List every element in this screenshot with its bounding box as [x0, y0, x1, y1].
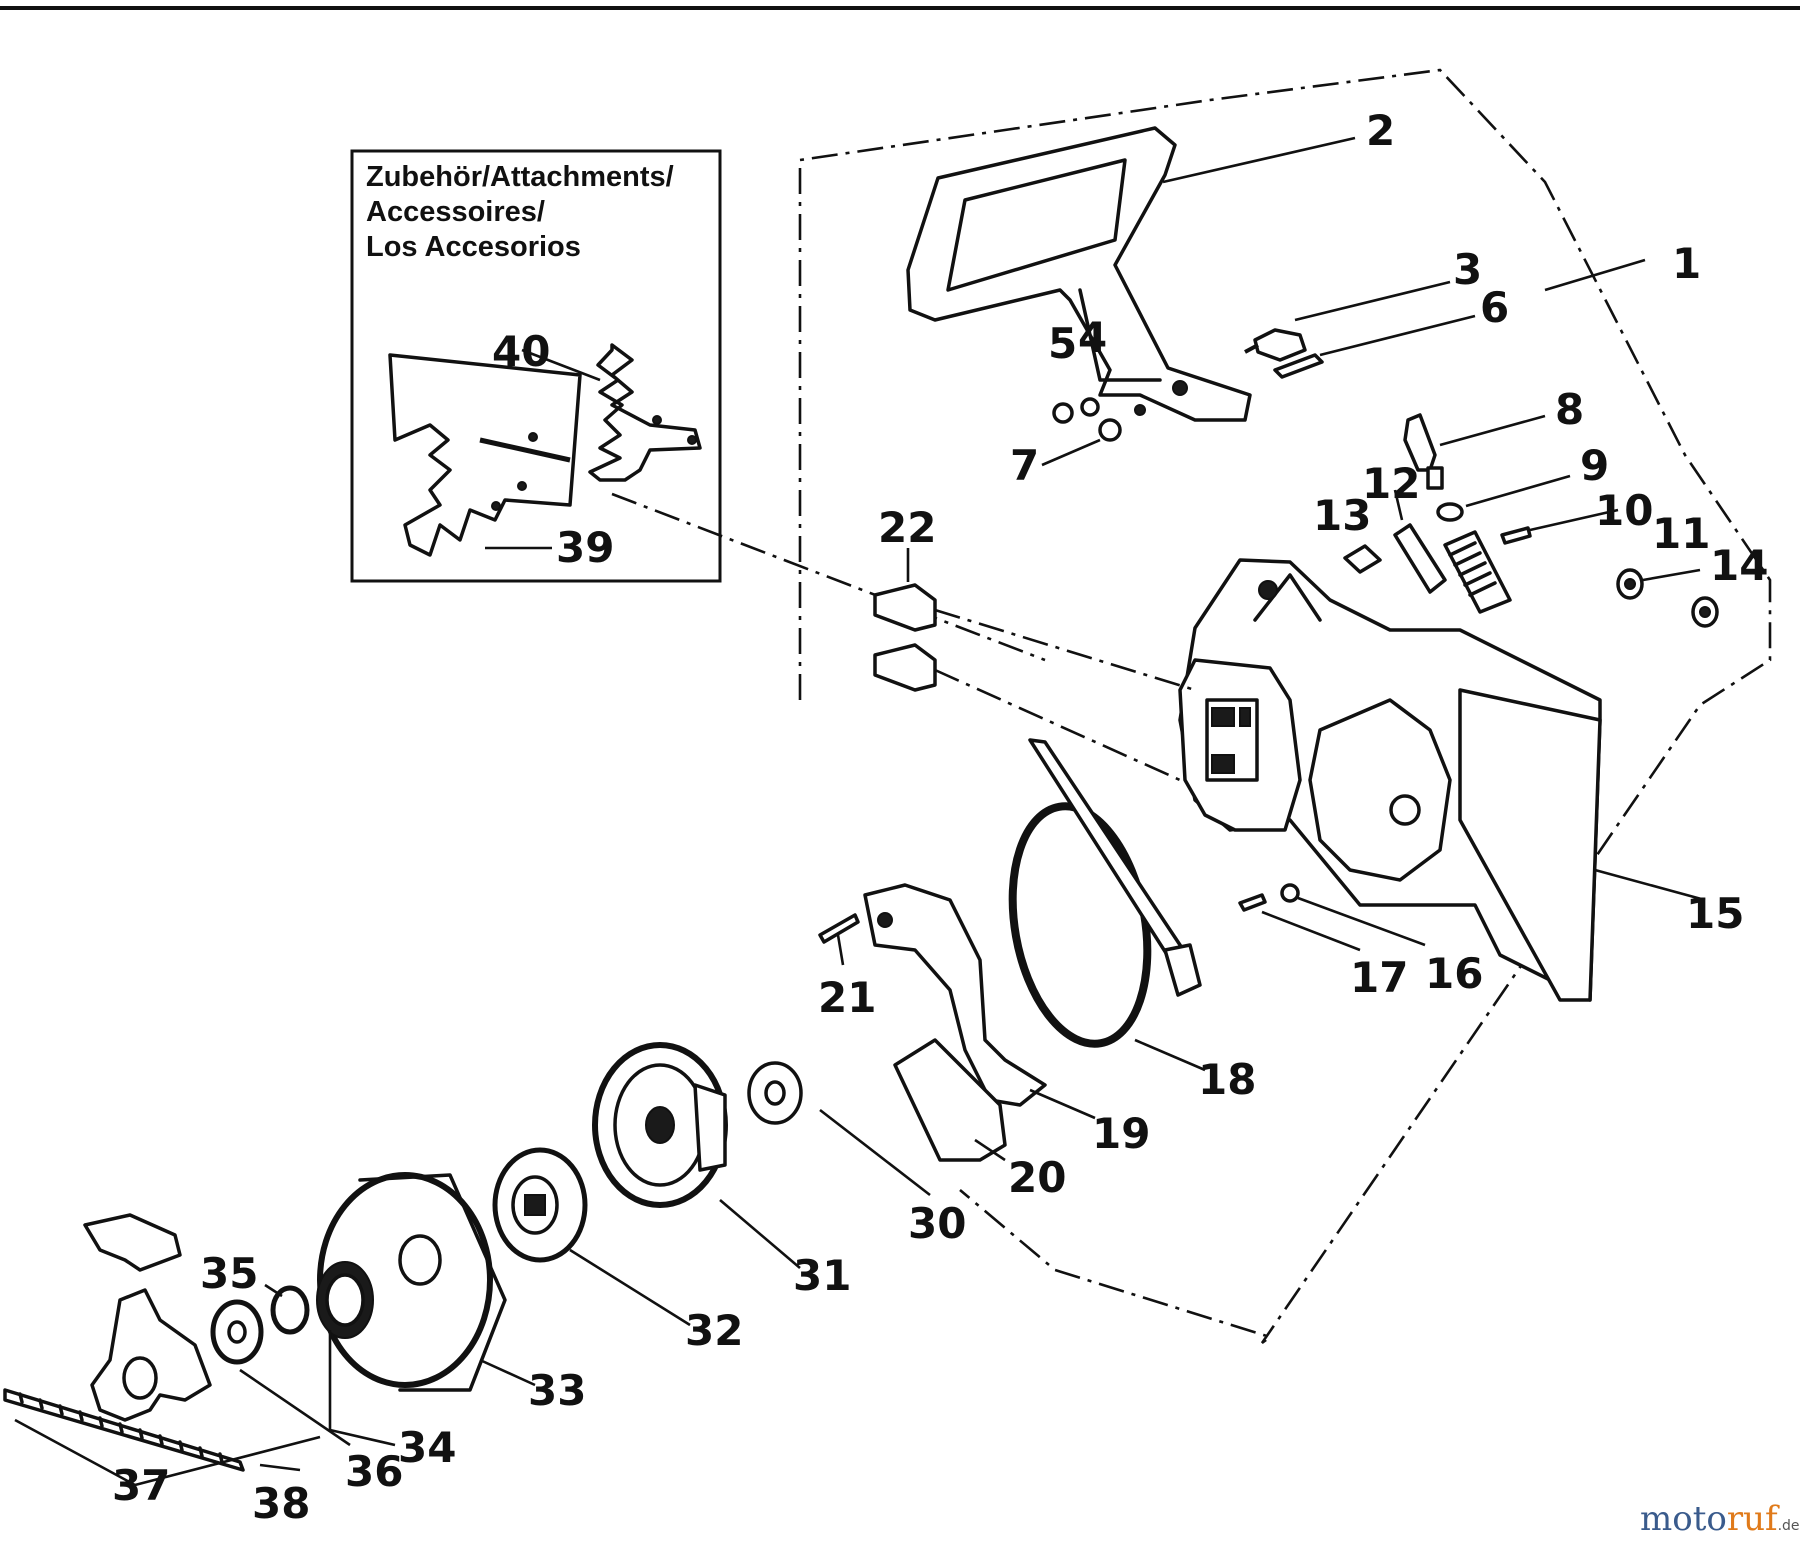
label-40: 40	[492, 327, 550, 376]
washer-36	[210, 1299, 264, 1365]
attachments-title-line-2: Accessoires/	[366, 196, 545, 228]
label-5: 5	[1048, 319, 1077, 368]
label-13: 13	[1313, 491, 1371, 540]
label-39: 39	[556, 523, 614, 572]
clutch-housing-33	[317, 1172, 507, 1392]
spring-13	[1343, 544, 1382, 574]
label-37: 37	[112, 1461, 170, 1510]
screw-21	[818, 913, 860, 944]
label-12: 12	[1362, 459, 1420, 508]
label-9: 9	[1580, 441, 1609, 490]
nut-5	[1052, 402, 1074, 424]
hand-guard-2	[906, 126, 1252, 422]
label-18: 18	[1198, 1055, 1256, 1104]
watermark-suffix: .de	[1778, 1518, 1800, 1534]
label-6: 6	[1480, 283, 1509, 332]
dash-line-22a	[934, 608, 1196, 692]
spring-10	[1443, 530, 1512, 614]
label-1: 1	[1672, 239, 1701, 288]
label-4: 4	[1078, 313, 1107, 362]
label-32: 32	[685, 1306, 743, 1355]
nut-7	[1098, 418, 1122, 442]
label-33: 33	[528, 1366, 586, 1415]
label-17: 17	[1350, 953, 1408, 1002]
brake-band-18	[1008, 738, 1202, 1048]
plug-22a	[873, 583, 937, 632]
attachments-box: Zubehör/Attachments/ Accessoires/ Los Ac…	[350, 149, 722, 583]
sleeve-9	[1436, 502, 1464, 522]
washer-4	[1080, 397, 1100, 417]
label-10: 10	[1595, 486, 1653, 535]
pin-8	[1403, 413, 1444, 490]
label-36: 36	[345, 1447, 403, 1496]
label-22: 22	[878, 503, 936, 552]
label-14: 14	[1710, 541, 1768, 590]
washer-30	[747, 1061, 803, 1125]
assembly-outline	[798, 68, 1772, 1345]
sprocket-32	[492, 1147, 588, 1263]
label-7: 7	[1010, 441, 1039, 490]
label-19: 19	[1092, 1109, 1150, 1158]
plate-20	[893, 1038, 1007, 1162]
plug-22b	[873, 643, 937, 692]
pin-6	[1273, 353, 1324, 379]
label-2: 2	[1366, 106, 1395, 155]
label-15: 15	[1686, 889, 1744, 938]
washer-16	[1280, 883, 1300, 903]
label-8: 8	[1555, 385, 1584, 434]
label-16: 16	[1425, 949, 1483, 998]
clutch-drum-31	[592, 1042, 728, 1208]
label-38: 38	[252, 1479, 310, 1528]
label-30: 30	[908, 1199, 966, 1248]
spring-coils	[1448, 541, 1497, 597]
label-31: 31	[793, 1251, 851, 1300]
label-3: 3	[1453, 245, 1482, 294]
watermark-logo: motoruf.de	[1640, 1499, 1800, 1539]
label-21: 21	[818, 973, 876, 1022]
lever-12	[1393, 523, 1447, 594]
spring-38	[3, 1388, 245, 1472]
brake-plate-19	[863, 883, 1047, 1107]
pin-11	[1500, 526, 1532, 545]
attachments-title-line-3: Los Accesorios	[366, 231, 581, 263]
screw-17	[1238, 893, 1267, 912]
bumper-spike-39	[388, 353, 582, 557]
label-35: 35	[200, 1249, 258, 1298]
label-34: 34	[398, 1423, 456, 1472]
label-11: 11	[1652, 509, 1710, 558]
attachments-title-line-1: Zubehör/Attachments/	[366, 161, 674, 193]
dash-line	[611, 492, 1046, 662]
svg-text:motoruf.de: motoruf.de	[1640, 1499, 1800, 1539]
watermark-part-2: ruf	[1727, 1499, 1780, 1539]
bumper-spike-40	[588, 343, 702, 482]
washer-35	[270, 1285, 310, 1335]
gear-34	[316, 1261, 374, 1339]
label-20: 20	[1008, 1153, 1066, 1202]
watermark-part-1: moto	[1640, 1499, 1727, 1539]
sprocket-cover-15	[1178, 558, 1602, 1002]
clutch-shoe-37	[83, 1213, 212, 1422]
bolt-3	[1244, 328, 1307, 362]
leader-1-line	[1544, 258, 1646, 292]
